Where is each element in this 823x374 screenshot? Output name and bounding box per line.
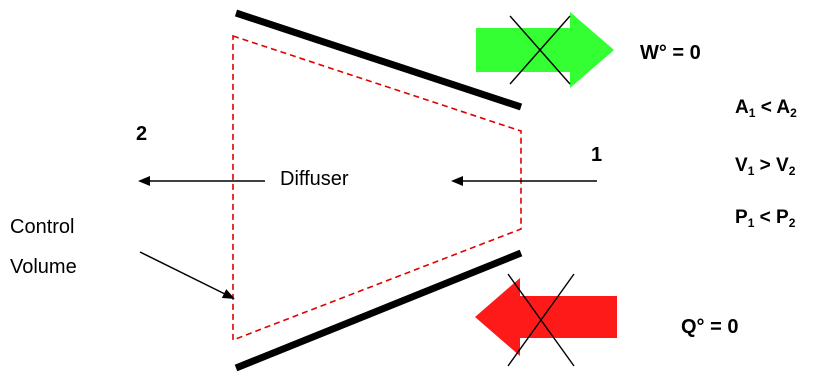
pressure-relation-op: < xyxy=(754,207,777,228)
control-volume-label-line1: Control xyxy=(10,216,75,238)
heat-arrow-shape xyxy=(475,278,617,356)
pressure-relation-sub2: 2 xyxy=(788,216,796,230)
work-arrow-shape xyxy=(476,12,614,88)
upper-wall xyxy=(234,9,523,111)
work-arrow xyxy=(476,12,614,88)
pressure-relation-right: P xyxy=(776,207,789,228)
area-relation: A1 < A2 xyxy=(735,97,797,119)
area-relation-op: < xyxy=(755,97,777,118)
pressure-relation-sub1: 1 xyxy=(747,216,755,230)
control-volume-label-line2: Volume xyxy=(10,256,77,278)
station-2-label: 2 xyxy=(136,123,148,145)
heat-label: Q° = 0 xyxy=(681,316,739,338)
lower-wall xyxy=(234,249,523,372)
work-label: W° = 0 xyxy=(640,42,701,64)
area-relation-right: A xyxy=(776,97,791,118)
velocity-relation-op: > xyxy=(754,155,777,176)
pressure-relation: P1 < P2 xyxy=(735,207,795,229)
heat-arrow xyxy=(475,273,617,367)
control-volume-boundary xyxy=(232,34,522,342)
velocity-relation-sub1: 1 xyxy=(747,164,755,178)
area-relation-sub1: 1 xyxy=(748,106,756,120)
velocity-relation: V1 > V2 xyxy=(735,155,795,177)
velocity-relation-right: V xyxy=(776,155,789,176)
area-relation-left: A xyxy=(735,97,749,118)
area-relation-sub2: 2 xyxy=(790,106,797,120)
station-1-label: 1 xyxy=(591,144,603,166)
velocity-relation-left: V xyxy=(735,155,748,176)
diffuser-label: Diffuser xyxy=(280,168,349,190)
work-cross-line-2 xyxy=(509,15,571,85)
pressure-relation-left: P xyxy=(735,207,748,228)
velocity-relation-sub2: 2 xyxy=(788,164,796,178)
heat-cross-line-2 xyxy=(507,273,575,367)
control-volume-pointer xyxy=(139,251,235,299)
